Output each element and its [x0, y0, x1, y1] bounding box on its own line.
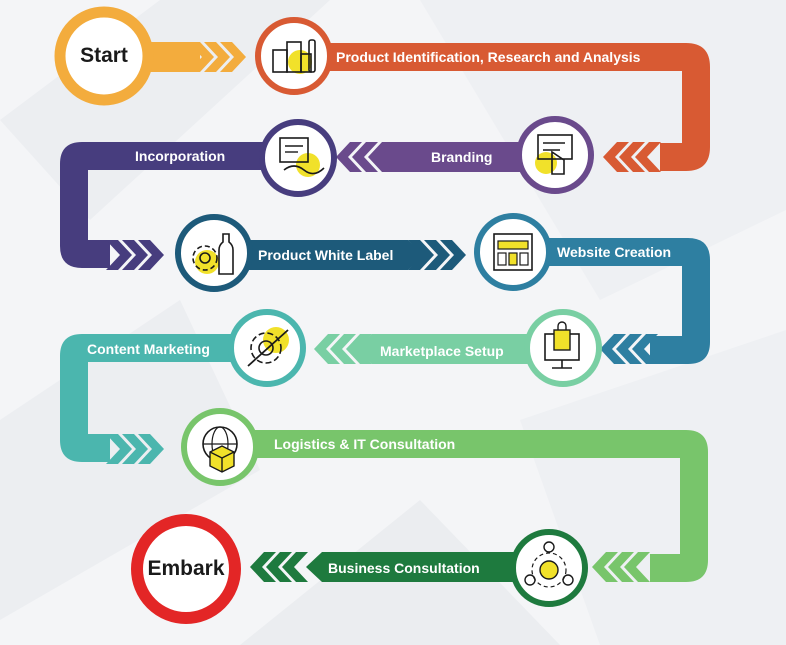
- end-label: Embark: [147, 557, 225, 580]
- start-label: Start: [80, 44, 128, 67]
- step-9-label: Business Consultation: [328, 560, 480, 576]
- step-6-label: Marketplace Setup: [380, 343, 504, 359]
- gear-bottle-icon: [175, 214, 253, 292]
- connector-step-4: [240, 240, 466, 270]
- shopping-monitor-icon: [524, 309, 602, 387]
- connector-step-2: [336, 142, 520, 172]
- branding-hand-icon: [516, 116, 594, 194]
- phone-network-icon: [510, 529, 588, 607]
- start-node: [54, 6, 154, 106]
- end-node: [131, 514, 241, 624]
- gear-pen-icon: [228, 309, 306, 387]
- step-4-label: Product White Label: [258, 247, 394, 263]
- connector-step-3: [60, 142, 270, 270]
- step-7-label: Content Marketing: [87, 341, 210, 357]
- connector-start: [140, 42, 246, 72]
- product-boxes-icon: [255, 17, 333, 95]
- step-2-label: Branding: [431, 149, 493, 165]
- connector-step-9: [250, 552, 530, 582]
- step-8-label: Logistics & IT Consultation: [274, 436, 456, 452]
- certificate-handshake-icon: [259, 119, 337, 197]
- connector-step-8: [250, 430, 708, 582]
- step-3-label: Incorporation: [135, 148, 226, 164]
- globe-box-icon: [181, 408, 259, 486]
- connector-step-1: [305, 43, 710, 172]
- step-5-label: Website Creation: [557, 244, 672, 260]
- web-layout-icon: [474, 213, 552, 291]
- connector-step-6: [314, 334, 540, 364]
- step-1-label: Product Identification, Research and Ana…: [336, 49, 641, 65]
